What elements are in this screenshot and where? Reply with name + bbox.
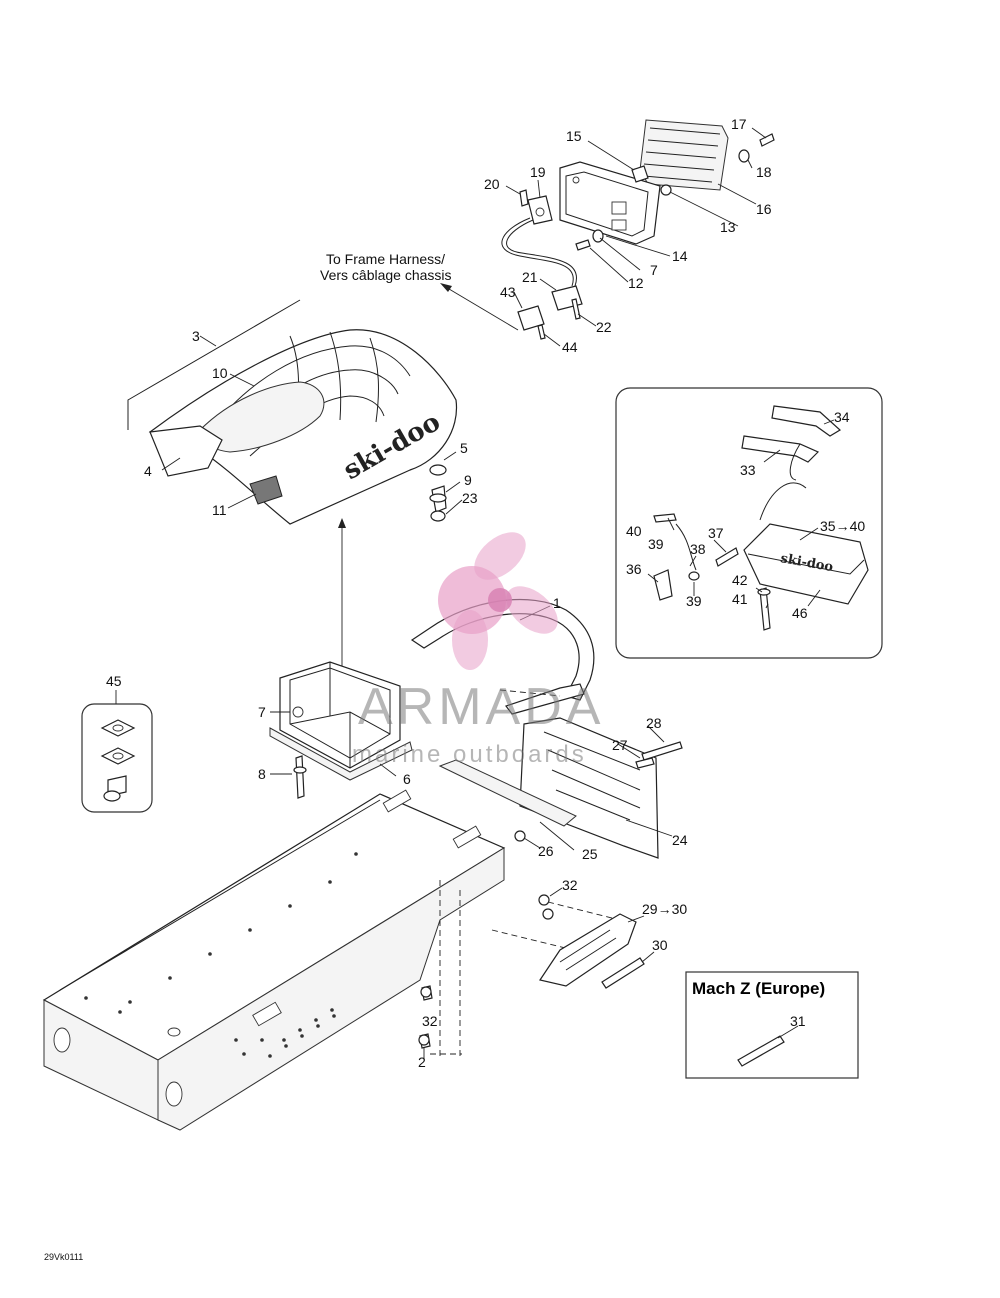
callout-21: 21 [522,269,538,285]
inset-box-45 [81,690,153,813]
callout-35-40: 35→40 [820,518,865,534]
callout-labels: 1 2 3 4 5 6 7 7 8 9 10 11 12 13 14 15 16… [106,116,865,1070]
callout-45: 45 [106,673,122,689]
callout-34: 34 [834,409,850,425]
callout-14: 14 [672,248,688,264]
rear-flap [438,717,683,859]
callout-15: 15 [566,128,582,144]
callout-22: 22 [596,319,612,335]
callout-9: 9 [464,472,472,488]
figure-code: 29Vk0111 [44,1252,83,1262]
bumper-cover [538,887,655,989]
callout-27: 27 [612,737,628,753]
callout-11: 11 [212,502,227,518]
callout-25: 25 [582,846,598,862]
callout-33: 33 [740,462,756,478]
callout-39-strap: 39 [648,536,664,552]
callout-12: 12 [628,275,644,291]
callout-23: 23 [462,490,478,506]
harness-note-en: To Frame Harness/ [326,251,445,267]
inset-title: Mach Z (Europe) [692,979,825,998]
callout-2: 2 [418,1054,426,1070]
callout-4: 4 [144,463,152,479]
callout-31: 31 [790,1013,806,1029]
inset-mach-z [685,971,859,1079]
callout-5: 5 [460,440,468,456]
callout-10: 10 [212,365,228,381]
tail-light-assembly [440,119,775,347]
callout-40: 40 [626,523,642,539]
storage-box [269,661,413,799]
callout-28: 28 [646,715,662,731]
callout-3: 3 [192,328,200,344]
callout-43: 43 [500,284,516,300]
callout-17: 17 [731,116,747,132]
armada-watermark: ARMADA marine outboards [352,532,604,768]
watermark-brand: ARMADA [358,678,604,736]
callout-29-30: 29→30 [642,901,687,917]
callout-20: 20 [484,176,500,192]
callout-36: 36 [626,561,642,577]
callout-39-washer: 39 [686,593,702,609]
callout-19: 19 [530,164,546,180]
callout-1: 1 [553,595,561,611]
inset-box-tool-kit: ski-doo [615,387,883,659]
callout-16: 16 [756,201,772,217]
callout-32-bumper: 32 [562,877,578,893]
callout-7-box: 7 [258,704,266,720]
callout-6: 6 [403,771,411,787]
callout-42: 42 [732,572,748,588]
callout-13: 13 [720,219,736,235]
harness-note-fr: Vers câblage chassis [320,267,452,283]
callout-7-light: 7 [650,262,658,278]
callout-8: 8 [258,766,266,782]
seat-assembly: ski-doo [127,299,463,686]
callout-26: 26 [538,843,554,859]
watermark-tagline: marine outboards [352,741,587,768]
callout-44: 44 [562,339,578,355]
frame-rivet-holes [84,852,358,1058]
tunnel-frame [42,689,621,1131]
callout-37: 37 [708,525,724,541]
callout-30: 30 [652,937,668,953]
callout-18: 18 [756,164,772,180]
callout-32-frame: 32 [422,1013,438,1029]
callout-41: 41 [732,591,748,607]
callout-24: 24 [672,832,688,848]
callout-46: 46 [792,605,808,621]
callout-38: 38 [690,541,706,557]
